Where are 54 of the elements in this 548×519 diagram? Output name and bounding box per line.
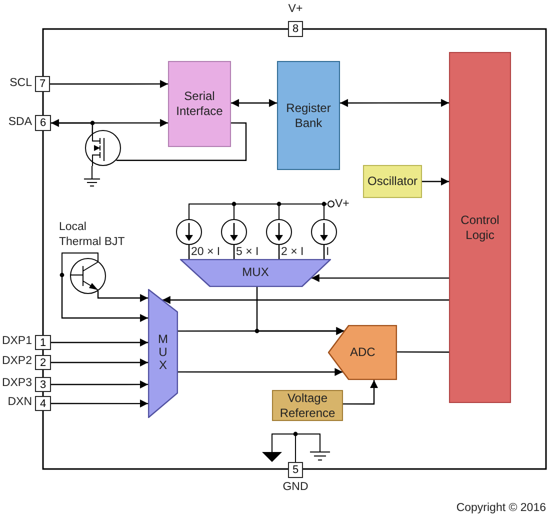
connector [323,245,325,259]
connector [51,358,148,367]
function-block: Register Bank [277,61,340,170]
function-block: Voltage Reference [272,390,343,421]
pin-number: 3 [35,377,51,392]
current-label: 20 × I [191,246,220,258]
pin-number: 8 [288,21,303,37]
connector [51,338,148,347]
function-block: Serial Interface [168,61,231,147]
connector [51,122,94,134]
pin-label: SDA [8,116,32,128]
pin-number: 7 [35,76,50,92]
pin-label: SCL [10,77,32,89]
connector [256,287,344,335]
connector [178,368,343,376]
block-label: ADC [350,345,376,359]
connector [51,118,168,127]
pin-number: 6 [35,115,51,131]
function-block: Oscillator [363,165,422,198]
connector [188,245,190,259]
pin-number: 4 [35,396,51,411]
connector [231,98,277,107]
block-label: MUX [241,265,270,279]
pin-number: 2 [35,355,51,370]
pin-label: GND [282,481,308,493]
connector [278,245,280,259]
connector [61,275,148,322]
pin-number: 1 [35,335,51,350]
connector [50,80,168,88]
connector [343,380,378,405]
connector [311,274,449,282]
pin-label: DXN [8,396,32,408]
connector [162,296,449,304]
supply-label: V+ [335,198,350,210]
current-label: 2 × I [281,246,304,258]
connector [340,98,449,107]
current-label: I [326,246,330,258]
pin-label: V+ [288,3,303,15]
connector [51,400,148,408]
connector [97,290,148,302]
connector [233,245,235,259]
function-block: Control Logic [449,52,511,403]
connector [397,351,449,353]
connector [422,178,449,186]
connector [116,122,247,161]
pin-label: DXP2 [2,355,32,367]
copyright-note: Copyright © 2016 [456,502,546,514]
node-label: Local Thermal BJT [59,220,126,250]
pin-label: DXP3 [2,377,32,389]
block-label: MUX [157,333,169,373]
current-label: 5 × I [236,246,259,258]
pin-label: DXP1 [2,335,32,347]
pin-number: 5 [288,462,303,478]
connector [51,380,148,388]
